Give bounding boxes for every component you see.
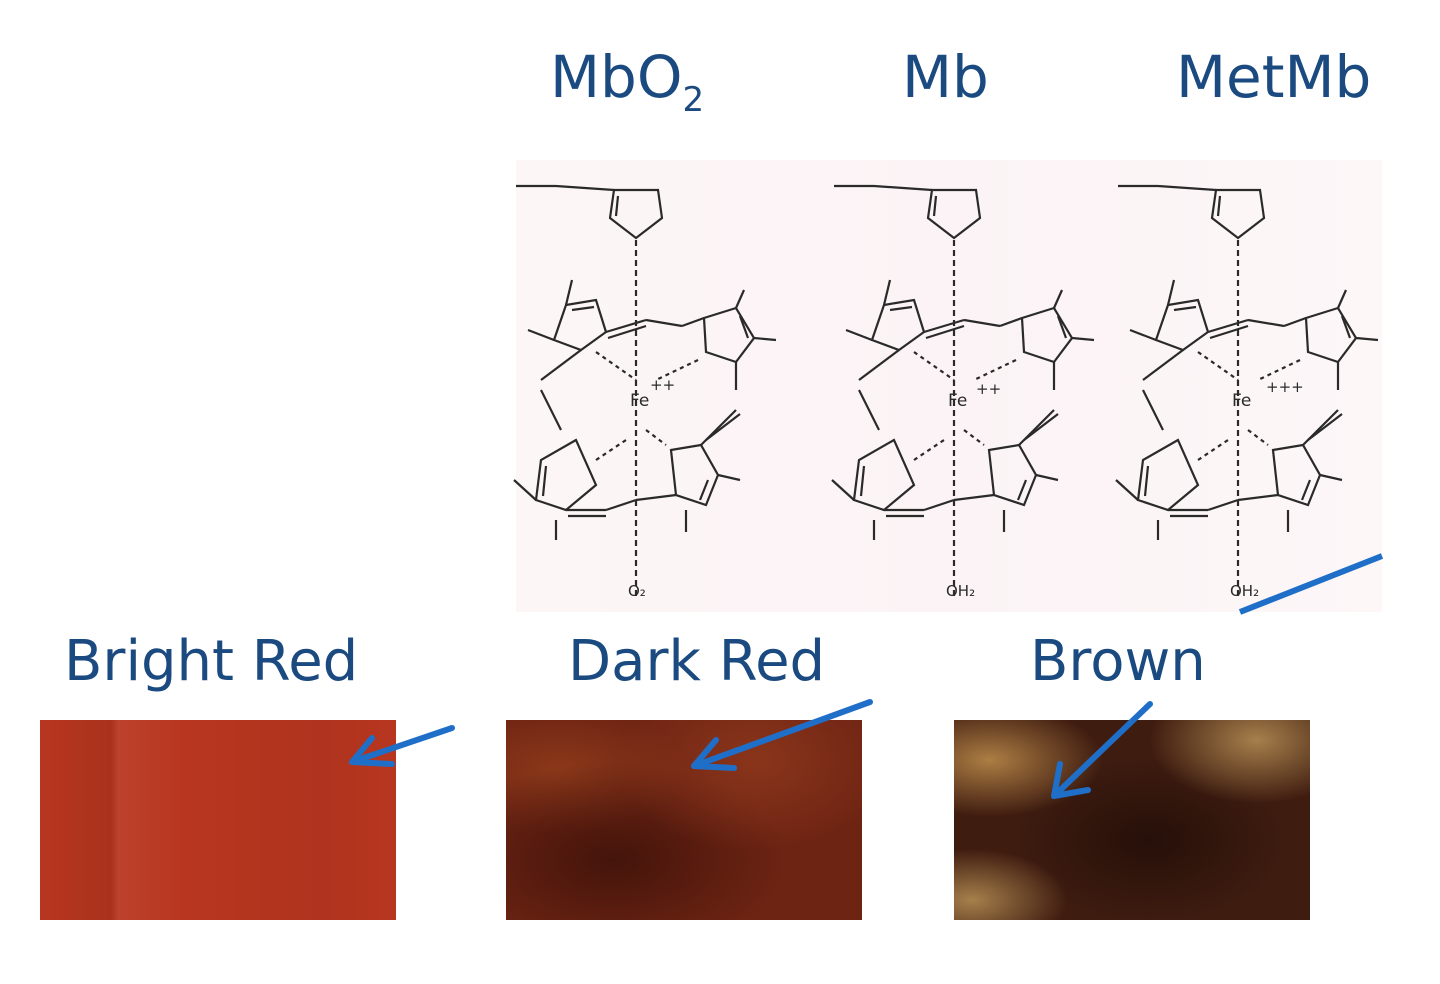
- pigment-heading-metmb: MetMb: [1176, 48, 1371, 106]
- charge-label-metmb: +++: [1266, 378, 1304, 396]
- arrow-bright-red: [349, 725, 455, 767]
- ligand-label-metmb: OH₂: [1230, 582, 1259, 600]
- pigment-heading-mbo2: MbO2: [550, 48, 704, 117]
- color-label-bright-red: Bright Red: [64, 629, 359, 694]
- heme-structure-mbo2: Fe ++ O₂: [512, 184, 778, 602]
- iron-label: Fe: [1232, 391, 1251, 411]
- heme-structure-metmb: Fe +++ OH₂: [1114, 184, 1380, 602]
- ligand-label-mbo2: O₂: [628, 582, 646, 600]
- iron-label: Fe: [948, 391, 967, 411]
- color-label-dark-red: Dark Red: [568, 629, 826, 694]
- pigment-subscript-mbo2: 2: [682, 80, 705, 120]
- arrow-dark-red: [691, 699, 873, 771]
- ligand-label-mb: OH₂: [946, 582, 975, 600]
- charge-label-mbo2: ++: [650, 376, 675, 394]
- meat-swatch-dark-red: [506, 720, 862, 920]
- charge-label-mb: ++: [976, 380, 1001, 398]
- heme-structure-mb: Fe ++ OH₂: [830, 184, 1096, 602]
- pigment-heading-mb: Mb: [902, 48, 989, 106]
- pigment-name-mb: Mb: [902, 43, 989, 111]
- meat-swatch-bright-red: [40, 720, 396, 920]
- arrow-brown: [1051, 701, 1153, 799]
- color-label-brown: Brown: [1030, 629, 1206, 694]
- pigment-name-metmb: MetMb: [1176, 43, 1372, 111]
- iron-label: Fe: [630, 391, 649, 411]
- meat-swatch-brown: [954, 720, 1310, 920]
- pigment-name-mbo2: MbO: [550, 43, 683, 111]
- accent-line: [1238, 553, 1384, 615]
